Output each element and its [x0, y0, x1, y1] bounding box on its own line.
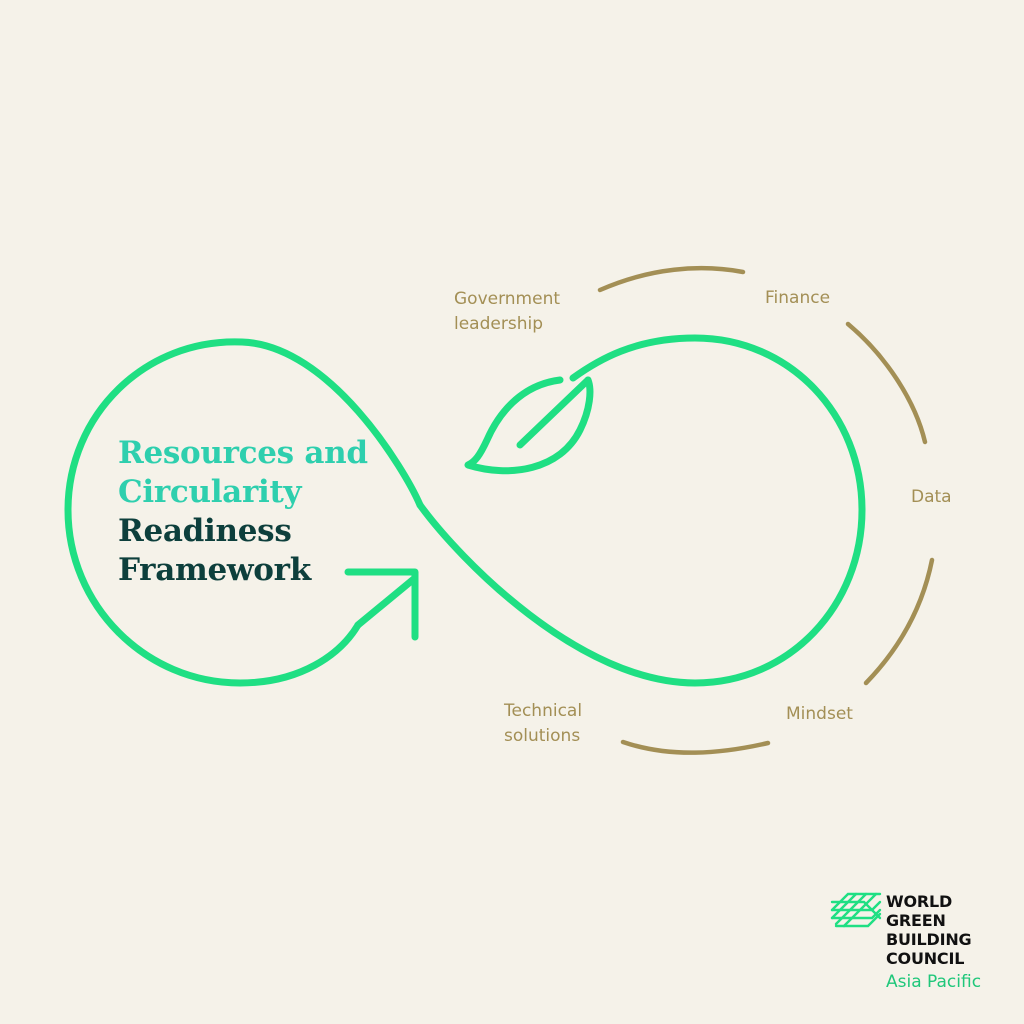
title-line-3: Readiness	[118, 513, 292, 549]
wgbc-logo: WORLD GREEN BUILDING COUNCIL Asia Pacifi…	[830, 888, 1010, 998]
framework-title: Resources and Circularity Readiness Fram…	[118, 434, 368, 590]
pillar-finance: Finance	[765, 286, 830, 311]
pillar-label: Data	[911, 487, 952, 507]
logo-line-1: WORLD	[886, 892, 953, 911]
logo-wordmark: WORLD GREEN BUILDING COUNCIL	[886, 892, 972, 968]
wgbc-logo-icon	[830, 892, 882, 928]
logo-line-4: COUNCIL	[886, 949, 965, 968]
pillar-mindset: Mindset	[786, 702, 853, 727]
title-line-2: Circularity	[118, 474, 302, 510]
pillar-technical-solutions: Technical solutions	[504, 699, 582, 749]
pillar-label: solutions	[504, 726, 581, 746]
logo-line-3: BUILDING	[886, 930, 972, 949]
title-line-1: Resources and	[118, 435, 368, 471]
pillar-data: Data	[911, 485, 952, 510]
arc-top	[597, 265, 746, 293]
title-line-4: Framework	[118, 552, 311, 588]
arc-right-lower	[863, 557, 935, 686]
pillar-label: Technical	[504, 701, 583, 721]
cycle-arc-icon	[597, 265, 935, 755]
arrow-icon	[344, 568, 419, 641]
pillar-government-leadership: Government leadership	[454, 287, 560, 337]
pillar-label: Finance	[765, 288, 831, 308]
leaf-icon	[464, 376, 594, 475]
logo-line-2: GREEN	[886, 911, 946, 930]
pillar-label: leadership	[454, 314, 543, 334]
logo-region: Asia Pacific	[886, 972, 982, 992]
pillar-label: Mindset	[786, 704, 853, 724]
arc-right-upper	[845, 321, 928, 445]
arc-bottom	[620, 739, 771, 755]
infinity-path-right	[416, 334, 866, 687]
infinity-path	[64, 338, 424, 687]
pillar-label: Government	[454, 289, 561, 309]
